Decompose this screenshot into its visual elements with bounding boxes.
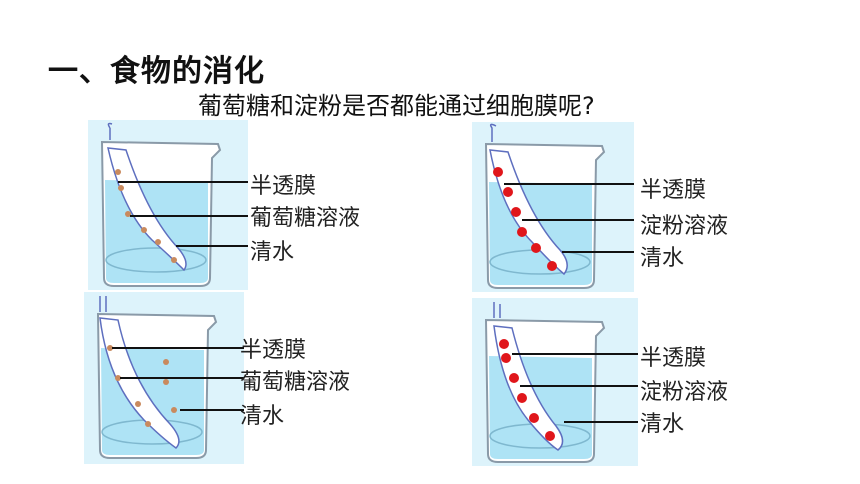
beaker-illustration bbox=[484, 302, 638, 463]
label-water-4: 清水 bbox=[640, 412, 685, 437]
label-membrane-3: 半透膜 bbox=[240, 338, 307, 363]
experiment-panel-glucose-1 bbox=[88, 120, 248, 290]
experiment-panel-glucose-2 bbox=[84, 292, 244, 464]
question-text: 葡萄糖和淀粉是否都能通过细胞膜呢? bbox=[198, 92, 595, 120]
experiment-panel-starch-1 bbox=[472, 122, 634, 292]
label-solution-1: 葡萄糖溶液 bbox=[250, 206, 361, 231]
label-solution-2: 淀粉溶液 bbox=[640, 214, 729, 239]
label-membrane-2: 半透膜 bbox=[640, 178, 707, 203]
label-water-3: 清水 bbox=[240, 404, 285, 429]
beaker-illustration bbox=[96, 296, 244, 459]
beaker-illustration bbox=[484, 123, 634, 289]
label-water-1: 清水 bbox=[250, 240, 295, 265]
section-heading: 一、食物的消化 bbox=[48, 54, 265, 89]
label-solution-4: 淀粉溶液 bbox=[640, 380, 729, 405]
label-water-2: 清水 bbox=[640, 246, 685, 271]
beaker-illustration bbox=[100, 122, 248, 287]
label-solution-3: 葡萄糖溶液 bbox=[240, 370, 351, 395]
experiment-panel-starch-2 bbox=[472, 298, 638, 466]
label-membrane-4: 半透膜 bbox=[640, 346, 707, 371]
label-membrane-1: 半透膜 bbox=[250, 174, 317, 199]
